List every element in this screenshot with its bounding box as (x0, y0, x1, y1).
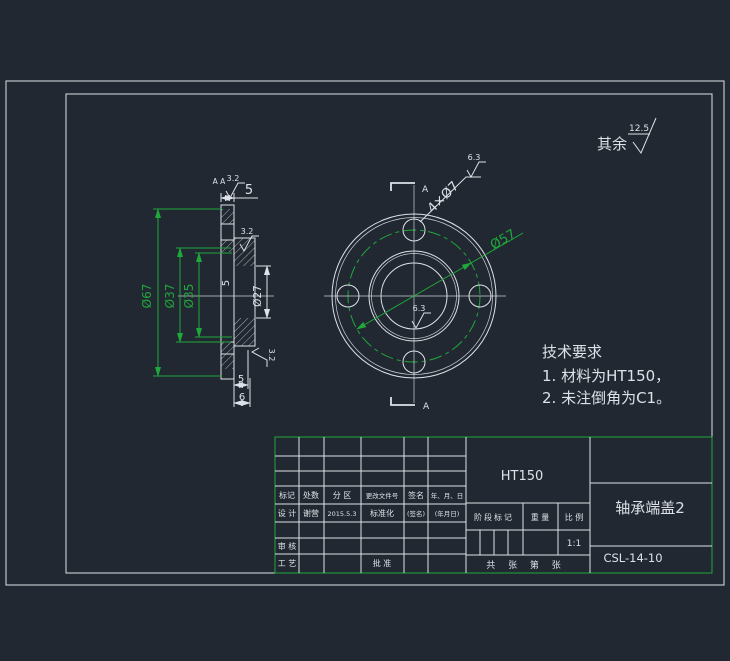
tb-header-mark: 标记 (279, 490, 295, 500)
tb-material: HT150 (501, 469, 544, 484)
dim-bottom-lines (233, 350, 251, 407)
section-hatch (221, 209, 255, 369)
tb-standardization-label: 标准化 (370, 508, 394, 518)
tb-designer-name: 谢营 (303, 508, 319, 518)
tb-stage-mark-label: 阶段标记 (474, 512, 514, 522)
dim-inner5: 5 (221, 280, 232, 286)
section-letter-top: A (422, 185, 429, 195)
tb-drawing-number: CSL-14-10 (603, 551, 662, 565)
section-hook-bottom (390, 397, 415, 406)
holes-note: 4×Ø7 (425, 179, 462, 216)
roughness-side-icon: 3.2 (250, 347, 276, 367)
roughness-bore-icon: 6.3 (411, 304, 431, 330)
tb-date-placeholder: (年月日) (435, 509, 460, 518)
tb-design-date: 2015.5.3 (328, 510, 357, 518)
tb-approve-label: 批 准 (373, 558, 392, 568)
dim-d37: Ø37 (163, 284, 177, 309)
section-label: A A (213, 177, 227, 186)
section-letter-bottom: A (423, 402, 430, 412)
tb-check-label: 审 核 (278, 541, 297, 551)
tb-scale-label: 比 例 (565, 512, 584, 522)
svg-text:3.2: 3.2 (227, 174, 240, 183)
tb-header-date: 年、月、日 (431, 491, 464, 500)
dim-top5: 5 (245, 183, 253, 198)
general-roughness-value: 12.5 (629, 124, 649, 134)
dim-d57-lines (356, 232, 524, 330)
section-hook-top (390, 182, 415, 191)
dim-d35: Ø35 (182, 284, 196, 309)
dim-d35-lines (195, 252, 232, 338)
tb-header-zone: 分 区 (333, 491, 352, 500)
roughness-holes-icon: 6.3 (466, 153, 486, 179)
tb-sheet-info: 共 张 第 张 (486, 559, 566, 571)
dim-bottom6: 6 (239, 392, 245, 403)
general-note-label: 其余 (597, 135, 627, 153)
outer-frame (5, 80, 725, 586)
tech-requirements: 技术要求 1. 材料为HT150， 2. 未注倒角为C1。 (542, 343, 671, 407)
dim-d27: Ø27 (252, 285, 264, 307)
holes-leader (419, 176, 481, 223)
front-view: A A 4×Ø7 6.3 6.3 Ø57 (324, 153, 524, 412)
tech-title: 技术要求 (542, 343, 602, 361)
tb-scale-value: 1:1 (567, 539, 581, 549)
svg-text:3.2: 3.2 (267, 349, 276, 362)
title-block-border (274, 436, 713, 574)
tb-header-count: 处数 (303, 490, 319, 500)
dim-d67: Ø67 (140, 284, 154, 309)
svg-text:6.3: 6.3 (468, 153, 481, 162)
tech-item-2: 2. 未注倒角为C1。 (542, 389, 671, 407)
svg-text:6.3: 6.3 (413, 304, 426, 313)
tb-header-sign: 签名 (408, 490, 424, 500)
roughness-top-icon: 3.2 (225, 174, 245, 200)
roughness-check-icon (632, 117, 657, 155)
tech-item-1: 1. 材料为HT150， (542, 367, 670, 385)
dim-bottom5: 5 (238, 374, 244, 385)
dim-d37-lines (176, 247, 231, 343)
dim-d67-lines (153, 208, 222, 377)
title-block-grid (275, 437, 712, 573)
title-block: 标记 处数 分 区 更改文件号 签名 年、月、日 设 计 谢营 2015.5.3… (274, 436, 713, 574)
tb-sign-placeholder: (签名) (407, 509, 425, 518)
tb-header-change-doc: 更改文件号 (366, 491, 399, 500)
tb-weight-label: 重 量 (531, 512, 550, 522)
dim-d57: Ø57 (488, 227, 519, 253)
tb-part-name: 轴承端盖2 (615, 499, 685, 517)
dim-d27-lines (256, 265, 271, 319)
tb-design-label: 设 计 (278, 508, 297, 518)
general-roughness-note: 其余 12.5 (597, 117, 657, 155)
section-view: Ø67 Ø37 Ø35 Ø27 5 5 (140, 174, 276, 407)
roughness-boss-icon: 3.2 (239, 227, 259, 253)
section-outline (220, 204, 256, 380)
tb-process-label: 工 艺 (278, 559, 297, 568)
svg-text:3.2: 3.2 (241, 227, 254, 236)
dim-top5-lines (220, 193, 258, 202)
